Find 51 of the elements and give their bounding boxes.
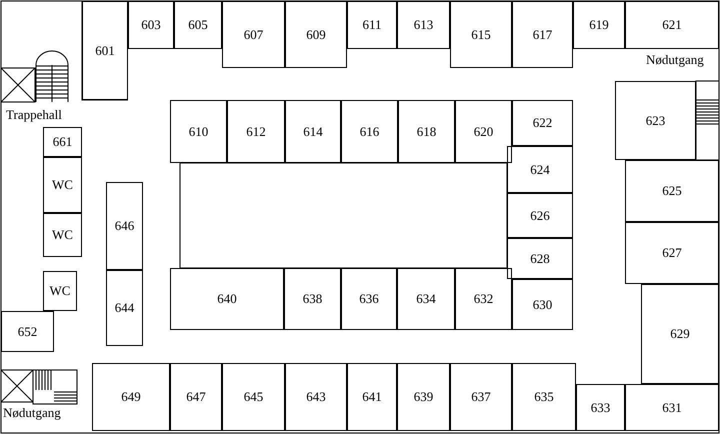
room: 629 — [641, 284, 719, 384]
room: 639 — [397, 363, 450, 431]
room: 619 — [573, 1, 625, 49]
room: 633 — [576, 384, 625, 431]
room: 612 — [227, 100, 285, 163]
area-label: Nødutgang — [3, 405, 61, 421]
area-label: Nødutgang — [646, 52, 704, 68]
room: 649 — [92, 363, 170, 431]
room: 634 — [397, 268, 455, 330]
room: 637 — [450, 363, 512, 431]
room: 616 — [341, 100, 398, 163]
room: 630 — [512, 279, 573, 330]
room: 621 — [625, 1, 719, 49]
room: 617 — [512, 1, 573, 68]
room: 607 — [222, 1, 285, 68]
room: 652 — [1, 311, 54, 352]
room: 641 — [347, 363, 397, 431]
room: 638 — [284, 268, 341, 330]
room: WC — [43, 157, 82, 213]
room: 622 — [512, 100, 573, 146]
room: 624 — [507, 146, 573, 193]
room: 614 — [285, 100, 341, 163]
room: 603 — [128, 1, 174, 49]
room: 625 — [625, 160, 719, 222]
room: 609 — [285, 1, 347, 68]
room: 627 — [625, 222, 719, 284]
room: 640 — [170, 268, 284, 330]
room: 610 — [170, 100, 227, 163]
room: WC — [43, 271, 77, 311]
room: 601 — [82, 1, 128, 100]
room: 615 — [450, 1, 512, 68]
room: 613 — [397, 1, 450, 49]
area-label: Trappehall — [6, 107, 62, 123]
room: 635 — [512, 363, 576, 431]
room: 643 — [285, 363, 347, 431]
room: 636 — [341, 268, 397, 330]
room: 644 — [106, 270, 143, 346]
room: 626 — [507, 193, 573, 238]
room: 623 — [615, 81, 696, 160]
room: 605 — [174, 1, 222, 49]
room: 661 — [43, 127, 82, 157]
room: 618 — [398, 100, 455, 163]
room: 647 — [170, 363, 222, 431]
room: 645 — [222, 363, 285, 431]
room: 631 — [625, 384, 719, 431]
room: WC — [43, 213, 82, 257]
room: 632 — [455, 268, 512, 330]
room: 628 — [507, 238, 573, 279]
room: 646 — [106, 182, 143, 270]
room: 611 — [347, 1, 397, 49]
room: 620 — [455, 100, 512, 163]
